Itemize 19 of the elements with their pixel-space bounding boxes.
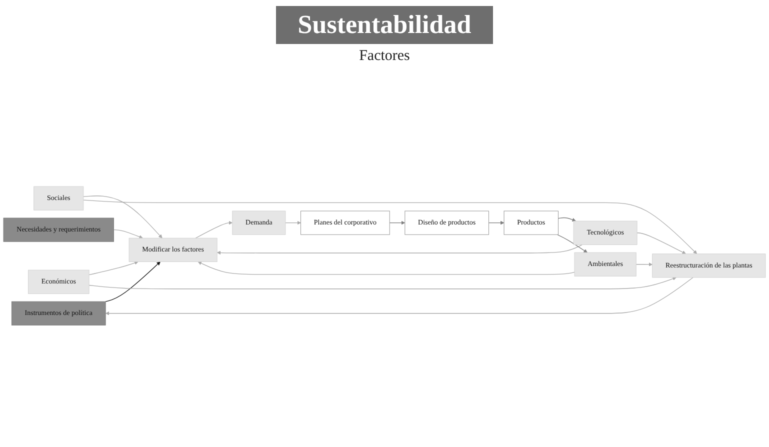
arrow	[113, 230, 143, 239]
arrow	[389, 221, 406, 225]
arrow	[83, 196, 162, 238]
arrow	[88, 261, 138, 276]
arrow	[105, 277, 694, 316]
arrow	[195, 221, 233, 239]
arrow	[216, 244, 583, 255]
arrow	[285, 221, 301, 225]
arrow	[636, 232, 686, 254]
arrow	[198, 262, 575, 275]
group-heading: Factores	[359, 48, 410, 64]
arrow	[488, 221, 504, 225]
arrow	[556, 234, 588, 253]
arrow	[88, 277, 676, 290]
arrow	[105, 262, 160, 302]
arrow	[83, 200, 698, 254]
arrow	[558, 218, 576, 222]
arrow	[636, 262, 653, 267]
title-banner: Sustentabilidad	[276, 6, 494, 44]
